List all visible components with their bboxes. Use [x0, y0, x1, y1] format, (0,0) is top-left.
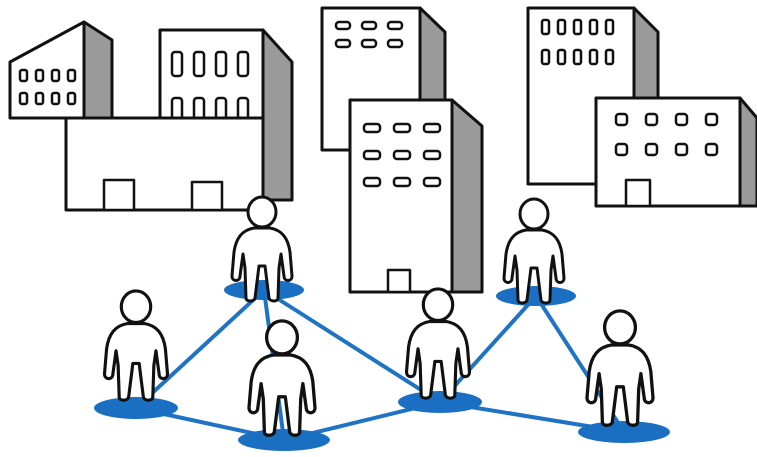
person-top-left-head	[246, 195, 278, 229]
person-top-left-body	[230, 226, 294, 303]
person-top-left-node	[224, 280, 304, 300]
building-center-front	[348, 98, 484, 294]
people-layer	[102, 195, 655, 437]
person-bottom-center	[247, 319, 317, 437]
network-link-person-top-left-person-center	[262, 288, 442, 404]
person-top-right-node	[496, 286, 576, 306]
person-top-right-head	[518, 197, 550, 231]
person-bottom-center-node	[238, 429, 330, 451]
network-nodes	[94, 280, 670, 451]
person-right-body	[585, 343, 655, 427]
person-top-left	[230, 195, 294, 303]
building-right-front	[594, 96, 757, 208]
network-links	[134, 288, 626, 442]
person-center-body	[404, 319, 472, 400]
buildings-layer	[8, 6, 757, 294]
person-left-body	[102, 321, 170, 402]
person-right-head	[602, 309, 638, 346]
network-link-person-left-person-top-left	[134, 288, 266, 410]
person-left-node	[94, 397, 178, 419]
person-top-right	[502, 197, 566, 305]
person-top-right-body	[502, 228, 566, 305]
person-bottom-center-head	[264, 319, 300, 356]
person-bottom-center-body	[247, 353, 317, 437]
person-left-head	[119, 289, 153, 325]
building-left-small	[8, 20, 114, 120]
building-left-wide	[64, 116, 265, 212]
person-center-node	[398, 391, 482, 413]
person-center	[404, 287, 472, 400]
person-left	[102, 289, 170, 402]
person-right-node	[578, 421, 670, 443]
person-center-head	[421, 287, 455, 323]
person-right	[585, 309, 655, 427]
